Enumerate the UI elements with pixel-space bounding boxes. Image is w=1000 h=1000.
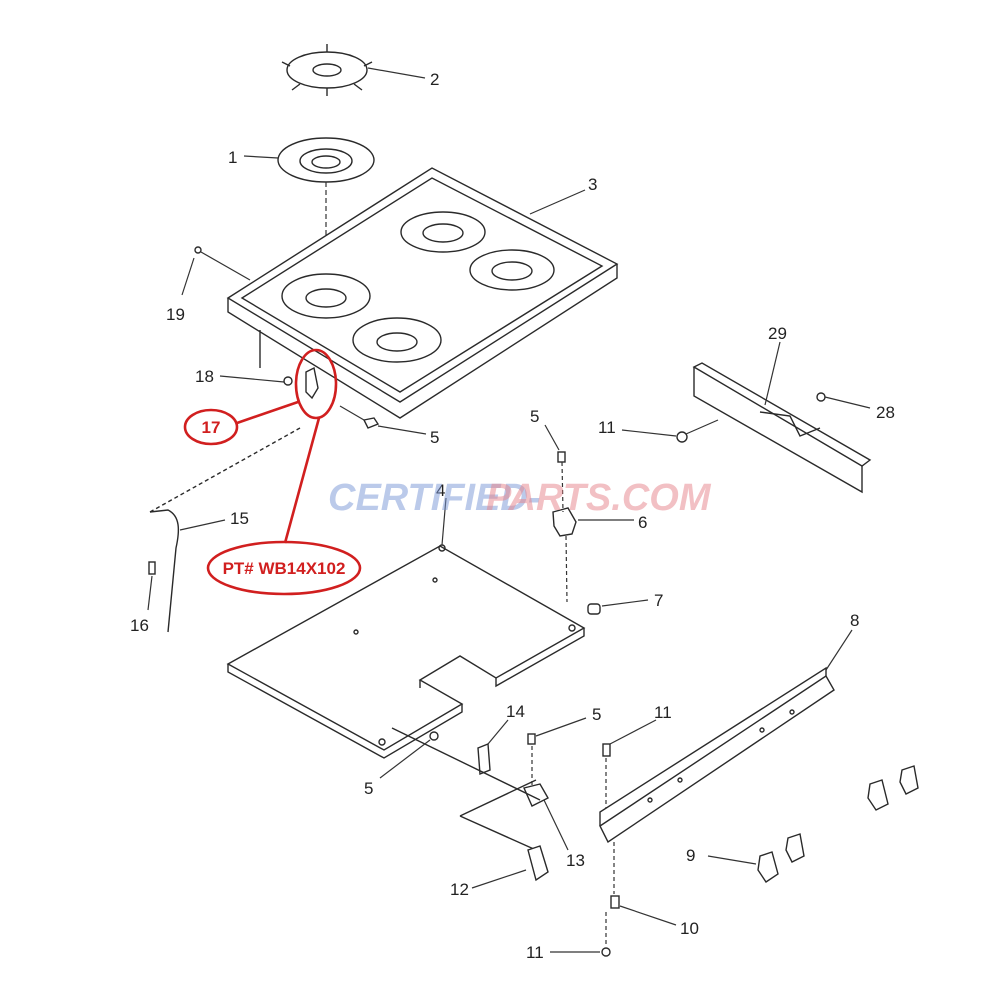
label-15: 15 bbox=[230, 509, 249, 528]
label-5c: 5 bbox=[364, 779, 373, 798]
label-14: 14 bbox=[506, 702, 525, 721]
label-28: 28 bbox=[876, 403, 895, 422]
clip-14[interactable] bbox=[477, 742, 491, 776]
bushing-9[interactable] bbox=[757, 765, 919, 883]
screw-5-lower-right[interactable] bbox=[527, 733, 536, 745]
label-8: 8 bbox=[850, 611, 859, 630]
label-2: 2 bbox=[430, 70, 439, 89]
screw-11-bracket[interactable] bbox=[676, 431, 688, 443]
label-3: 3 bbox=[588, 175, 597, 194]
screw-5-lower-left[interactable] bbox=[429, 731, 439, 741]
watermark-part1: CERTIFIED- bbox=[328, 477, 541, 519]
callout-number: 17 bbox=[202, 418, 221, 437]
rod-15[interactable] bbox=[149, 427, 301, 633]
label-5b: 5 bbox=[530, 407, 539, 426]
label-4: 4 bbox=[436, 481, 445, 500]
screw-18[interactable] bbox=[283, 376, 293, 386]
hinge-12[interactable] bbox=[527, 845, 549, 882]
bracket-17[interactable] bbox=[305, 366, 319, 400]
label-11b: 11 bbox=[654, 703, 672, 722]
screw-16[interactable] bbox=[148, 561, 156, 575]
screw-10[interactable] bbox=[610, 895, 620, 909]
bracket-6[interactable] bbox=[552, 507, 577, 537]
label-19: 19 bbox=[166, 305, 185, 324]
cooktop[interactable] bbox=[226, 167, 619, 419]
label-11c: 11 bbox=[526, 943, 544, 962]
bracket-13[interactable] bbox=[523, 783, 549, 807]
screw-11-rail[interactable] bbox=[602, 743, 611, 757]
screw-5-upper[interactable] bbox=[557, 451, 566, 463]
burner-box[interactable] bbox=[226, 544, 586, 759]
label-5d: 5 bbox=[592, 705, 601, 724]
burner-bowl[interactable] bbox=[277, 137, 375, 183]
label-13: 13 bbox=[566, 851, 585, 870]
label-1: 1 bbox=[228, 148, 237, 167]
label-11a: 11 bbox=[598, 418, 616, 437]
label-16: 16 bbox=[130, 616, 149, 635]
screw-28[interactable] bbox=[816, 392, 826, 402]
label-18: 18 bbox=[195, 367, 214, 386]
label-10: 10 bbox=[680, 919, 699, 938]
screw-19[interactable] bbox=[194, 246, 202, 254]
label-6: 6 bbox=[638, 513, 647, 532]
label-9: 9 bbox=[686, 846, 695, 865]
watermark-part2: PARTS.COM bbox=[486, 477, 712, 519]
screw-11-bottom[interactable] bbox=[601, 947, 611, 957]
clip-7[interactable] bbox=[587, 603, 601, 615]
rail-8[interactable] bbox=[599, 666, 835, 844]
watermark: CERTIFIED- PARTS.COM bbox=[328, 477, 712, 519]
screw-5-cooktop[interactable] bbox=[362, 417, 380, 429]
label-7: 7 bbox=[654, 591, 663, 610]
label-12: 12 bbox=[450, 880, 469, 899]
burner-grate[interactable] bbox=[281, 44, 373, 96]
callout-17: 17 PT# WB14X102 bbox=[183, 348, 362, 596]
part-number-label: PT# WB14X102 bbox=[223, 559, 346, 578]
bracket-29[interactable] bbox=[692, 362, 872, 494]
label-5a: 5 bbox=[430, 428, 439, 447]
label-29: 29 bbox=[768, 324, 787, 343]
